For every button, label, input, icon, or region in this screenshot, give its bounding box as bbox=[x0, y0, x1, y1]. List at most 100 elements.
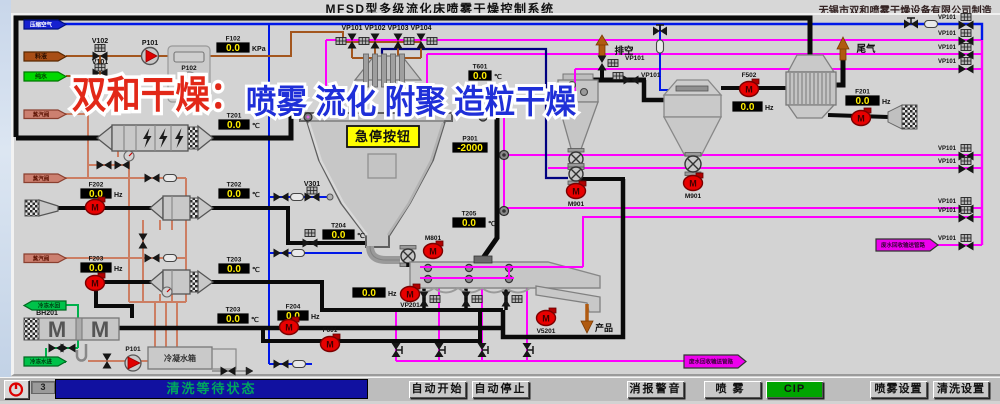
svg-text:废水回收输送管路: 废水回收输送管路 bbox=[689, 358, 734, 366]
svg-text:0.0: 0.0 bbox=[227, 264, 241, 275]
svg-text:P101: P101 bbox=[142, 40, 158, 47]
svg-text:VP101: VP101 bbox=[938, 146, 957, 152]
svg-text:F203: F203 bbox=[89, 256, 104, 263]
svg-text:℃: ℃ bbox=[252, 122, 260, 130]
svg-text:0.0: 0.0 bbox=[227, 120, 241, 131]
svg-text:0.0: 0.0 bbox=[89, 189, 103, 200]
svg-text:T201: T201 bbox=[227, 113, 242, 120]
svg-text:冷凝水箱: 冷凝水箱 bbox=[164, 353, 196, 363]
svg-text:P301: P301 bbox=[462, 136, 478, 143]
svg-text:VP101: VP101 bbox=[938, 236, 957, 242]
svg-text:冷冻水回: 冷冻水回 bbox=[38, 302, 61, 310]
svg-text:Hz: Hz bbox=[311, 314, 320, 321]
svg-text:M: M bbox=[745, 84, 753, 94]
svg-text:产品: 产品 bbox=[595, 322, 613, 333]
svg-text:M: M bbox=[542, 313, 550, 323]
svg-text:0.0: 0.0 bbox=[227, 189, 241, 200]
svg-text:废水回收输送管路: 废水回收输送管路 bbox=[881, 241, 926, 249]
svg-text:℃: ℃ bbox=[494, 73, 502, 81]
svg-text:V5201: V5201 bbox=[537, 328, 556, 335]
svg-text:M: M bbox=[91, 317, 109, 342]
svg-text:0.0: 0.0 bbox=[332, 230, 346, 241]
svg-text:T204: T204 bbox=[331, 223, 346, 230]
svg-text:KPa: KPa bbox=[252, 46, 266, 53]
svg-text:T205: T205 bbox=[462, 211, 477, 218]
svg-text:V101: V101 bbox=[92, 59, 108, 66]
svg-text:VP101: VP101 bbox=[938, 45, 957, 51]
svg-text:M: M bbox=[91, 202, 99, 212]
svg-text:VP101: VP101 bbox=[938, 159, 957, 165]
svg-text:M901: M901 bbox=[685, 193, 702, 200]
svg-text:M: M bbox=[857, 113, 865, 123]
svg-text:Hz: Hz bbox=[388, 291, 397, 298]
svg-text:℃: ℃ bbox=[252, 191, 260, 199]
svg-text:F502: F502 bbox=[742, 72, 757, 79]
svg-text:排空: 排空 bbox=[614, 45, 634, 57]
svg-text:VP101: VP101 bbox=[341, 25, 362, 32]
svg-text:急停按钮: 急停按钮 bbox=[355, 129, 411, 144]
svg-text:F102: F102 bbox=[226, 36, 241, 43]
svg-text:P101: P101 bbox=[125, 346, 141, 353]
svg-text:V102: V102 bbox=[92, 38, 108, 45]
svg-text:纯水: 纯水 bbox=[35, 73, 48, 81]
svg-text:0.0: 0.0 bbox=[89, 263, 103, 274]
svg-text:VP102: VP102 bbox=[364, 25, 385, 32]
svg-text:M: M bbox=[326, 339, 334, 349]
svg-text:F201: F201 bbox=[855, 89, 870, 96]
svg-text:M: M bbox=[689, 178, 697, 188]
svg-text:F202: F202 bbox=[89, 182, 104, 189]
svg-text:VP101: VP101 bbox=[938, 199, 957, 205]
svg-text:Hz: Hz bbox=[882, 99, 891, 106]
svg-text:0.0: 0.0 bbox=[473, 71, 487, 82]
svg-text:VP201: VP201 bbox=[400, 302, 420, 309]
svg-text:尾气: 尾气 bbox=[855, 43, 876, 55]
svg-text:BH201: BH201 bbox=[36, 310, 58, 317]
svg-text:T202: T202 bbox=[227, 182, 242, 189]
svg-text:0.0: 0.0 bbox=[741, 102, 755, 113]
svg-text:M: M bbox=[429, 246, 437, 256]
svg-text:VP104: VP104 bbox=[410, 25, 431, 32]
svg-text:M: M bbox=[48, 317, 66, 342]
svg-text:M: M bbox=[406, 289, 414, 299]
svg-text:0.0: 0.0 bbox=[226, 43, 240, 54]
svg-text:M901: M901 bbox=[568, 201, 585, 208]
svg-text:M801: M801 bbox=[425, 235, 442, 242]
svg-text:℃: ℃ bbox=[252, 266, 260, 274]
svg-text:V301: V301 bbox=[304, 181, 320, 188]
svg-text:VP101: VP101 bbox=[625, 55, 645, 62]
svg-text:M: M bbox=[572, 186, 580, 196]
svg-text:0.0: 0.0 bbox=[856, 96, 870, 107]
svg-text:0.0: 0.0 bbox=[462, 218, 476, 229]
svg-text:VP101: VP101 bbox=[938, 31, 957, 37]
svg-text:压缩空气: 压缩空气 bbox=[30, 21, 53, 29]
svg-text:T203: T203 bbox=[227, 257, 242, 264]
svg-text:0.0: 0.0 bbox=[362, 288, 376, 299]
svg-text:M: M bbox=[91, 278, 99, 288]
svg-text:蒸汽阀: 蒸汽阀 bbox=[32, 174, 50, 182]
svg-text:T203: T203 bbox=[226, 307, 241, 314]
svg-text:VP101: VP101 bbox=[938, 208, 957, 214]
svg-text:Hz: Hz bbox=[765, 105, 774, 112]
svg-text:双和干燥：: 双和干燥： bbox=[72, 75, 244, 117]
svg-text:料液: 料液 bbox=[35, 53, 48, 61]
svg-text:VP101: VP101 bbox=[938, 15, 957, 21]
svg-text:℃: ℃ bbox=[251, 316, 259, 324]
svg-text:VP103: VP103 bbox=[387, 25, 408, 32]
svg-text:0.0: 0.0 bbox=[226, 314, 240, 325]
svg-text:P102: P102 bbox=[181, 65, 197, 72]
svg-text:Hz: Hz bbox=[114, 266, 123, 273]
svg-text:VP101: VP101 bbox=[938, 59, 957, 65]
svg-text:F204: F204 bbox=[286, 304, 301, 311]
svg-text:蒸汽阀: 蒸汽阀 bbox=[32, 254, 50, 262]
svg-text:℃: ℃ bbox=[357, 232, 365, 240]
svg-text:℃: ℃ bbox=[488, 220, 496, 228]
svg-text:Hz: Hz bbox=[114, 192, 123, 199]
svg-text:T601: T601 bbox=[473, 64, 488, 71]
svg-text:M: M bbox=[285, 322, 293, 332]
svg-text:喷雾 流化 附聚 造粒干燥: 喷雾 流化 附聚 造粒干燥 bbox=[246, 83, 577, 120]
svg-text:F601: F601 bbox=[323, 327, 338, 334]
svg-text:VP101: VP101 bbox=[641, 72, 661, 79]
svg-text:-2000: -2000 bbox=[457, 143, 483, 154]
svg-text:蒸汽阀: 蒸汽阀 bbox=[32, 110, 50, 118]
svg-text:冷冻水进: 冷冻水进 bbox=[30, 358, 53, 366]
